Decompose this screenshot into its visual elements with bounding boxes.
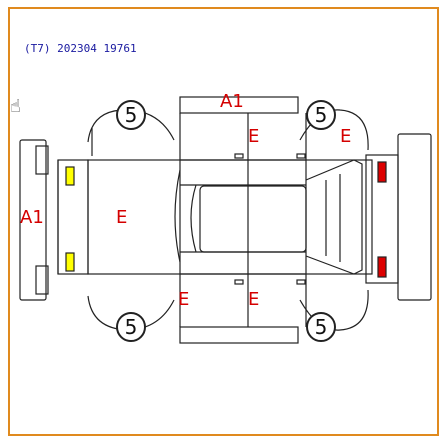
grade-rear-right: 5 bbox=[306, 312, 336, 342]
right-lamp-bottom bbox=[377, 256, 387, 278]
mark-top-panel: A1 bbox=[220, 91, 244, 112]
inspection-frame bbox=[8, 7, 439, 436]
right-lamp-top bbox=[377, 161, 387, 183]
grade-rear-left: 5 bbox=[116, 312, 146, 342]
top-rail bbox=[179, 96, 299, 114]
header-code: (T7) 202304 19761 bbox=[24, 42, 137, 55]
mark-rear-right-door: E bbox=[248, 289, 260, 310]
left-lamp-bottom bbox=[65, 252, 75, 272]
hand-pointer-icon: ☝ bbox=[10, 96, 21, 117]
mark-roof: E bbox=[116, 207, 128, 228]
grade-front-left: 5 bbox=[116, 100, 146, 130]
bottom-rail bbox=[179, 326, 299, 344]
mark-left-side: A1 bbox=[20, 207, 44, 228]
mark-rear-left-door: E bbox=[178, 289, 190, 310]
grade-front-right: 5 bbox=[306, 100, 336, 130]
mark-hood-right: E bbox=[340, 126, 352, 147]
body-outline bbox=[87, 159, 373, 275]
left-lamp-top bbox=[65, 166, 75, 186]
mark-front-left-fender: E bbox=[248, 126, 260, 147]
